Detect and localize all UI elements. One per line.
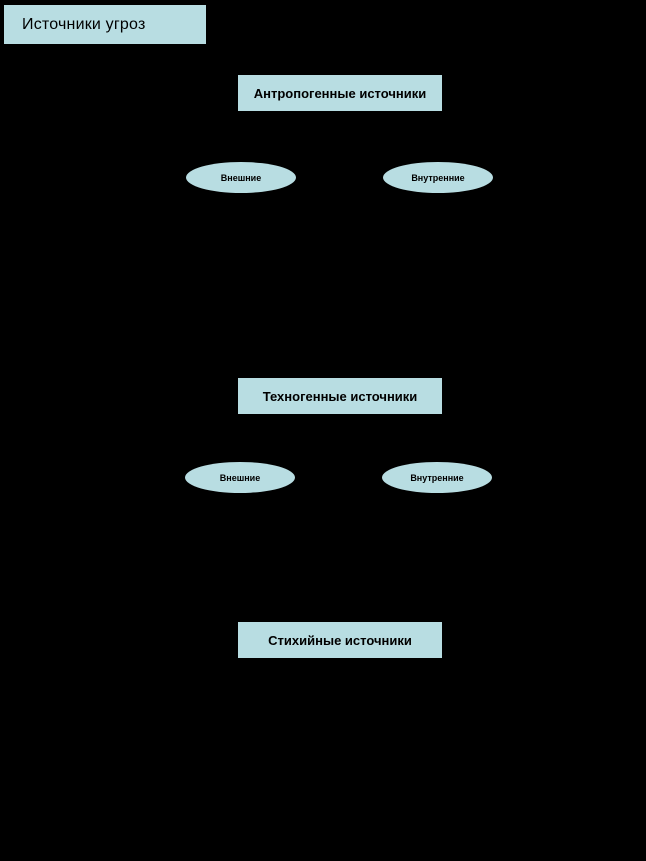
- ellipse-anthropogenic-internal-label: Внутренние: [411, 172, 465, 183]
- group-box-anthropogenic-label: Антропогенные источники: [253, 85, 427, 101]
- ellipse-technogenic-internal: Внутренние: [382, 462, 492, 493]
- ellipse-anthropogenic-external-label: Внешние: [220, 172, 262, 183]
- diagram-title: Источники угроз: [22, 15, 146, 33]
- group-box-technogenic: Техногенные источники: [237, 377, 443, 415]
- ellipse-anthropogenic-internal: Внутренние: [383, 162, 493, 193]
- ellipse-technogenic-internal-label: Внутренние: [410, 472, 464, 483]
- ellipse-anthropogenic-external: Внешние: [186, 162, 296, 193]
- group-box-anthropogenic: Антропогенные источники: [237, 74, 443, 112]
- ellipse-technogenic-external-label: Внешние: [219, 472, 261, 483]
- diagram-title-box: Источники угроз: [3, 4, 207, 45]
- group-box-natural-label: Стихийные источники: [268, 632, 412, 648]
- group-box-natural: Стихийные источники: [237, 621, 443, 659]
- group-box-technogenic-label: Техногенные источники: [262, 388, 418, 404]
- ellipse-technogenic-external: Внешние: [185, 462, 295, 493]
